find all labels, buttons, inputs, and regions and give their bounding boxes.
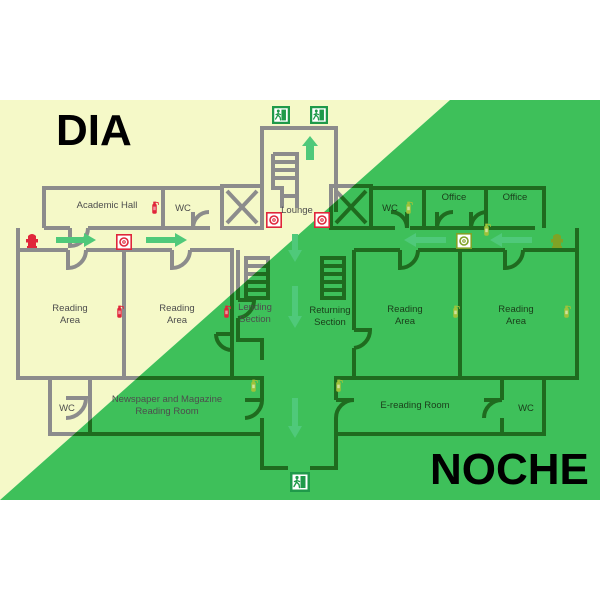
exit-arrow-down bbox=[288, 234, 302, 262]
room-label-e-reading-room: E-reading Room bbox=[380, 400, 449, 411]
night-label: NOCHE bbox=[430, 445, 589, 494]
fire-hose-reel-icon bbox=[116, 234, 132, 250]
room-label-newspaper-room: Newspaper and Magazine bbox=[112, 394, 222, 405]
room-label-wc: WC bbox=[382, 203, 398, 214]
room-label-reading-area: Reading bbox=[159, 303, 194, 314]
room-label-returning-section: Section bbox=[314, 317, 346, 328]
room-label-reading-area: Reading bbox=[387, 304, 422, 315]
room-label-reading-area: Area bbox=[395, 316, 416, 327]
emergency-exit-icon bbox=[290, 472, 310, 492]
fire-hose-reel-icon bbox=[456, 233, 472, 249]
room-label-lending-section: Section bbox=[239, 314, 271, 325]
room-label-wc: WC bbox=[518, 403, 534, 414]
night-background bbox=[0, 100, 600, 500]
emergency-exit-icon bbox=[310, 106, 328, 124]
room-label-reading-area: Reading bbox=[498, 304, 533, 315]
room-label-lounge: Lounge bbox=[281, 205, 313, 216]
room-label-reading-area: Area bbox=[506, 316, 527, 327]
evacuation-arrows bbox=[56, 136, 532, 438]
room-label-reading-area: Reading bbox=[52, 303, 87, 314]
fire-hose-reel-icon bbox=[314, 212, 330, 228]
exit-arrow-up bbox=[302, 136, 318, 160]
room-label-reading-area: Area bbox=[167, 315, 188, 326]
exit-arrow-right bbox=[56, 233, 96, 247]
exit-arrow-down bbox=[288, 286, 302, 328]
room-label-newspaper-room: Reading Room bbox=[135, 406, 198, 417]
room-label-reading-area: Area bbox=[60, 315, 81, 326]
room-label-office: Office bbox=[503, 192, 528, 203]
exit-arrow-down bbox=[288, 398, 302, 438]
day-label: DIA bbox=[56, 106, 132, 155]
emergency-exit-icon bbox=[272, 106, 290, 124]
room-labels: Academic Hall WC Lounge WC Office Office… bbox=[52, 192, 534, 417]
exit-arrow-left bbox=[490, 233, 532, 247]
room-label-academic-hall: Academic Hall bbox=[77, 200, 138, 211]
room-label-wc: WC bbox=[59, 403, 75, 414]
fire-hose-reel-icon bbox=[266, 212, 282, 228]
room-label-lending-section: Lending bbox=[238, 302, 272, 313]
room-label-returning-section: Returning bbox=[309, 305, 350, 316]
room-label-wc: WC bbox=[175, 203, 191, 214]
exit-arrow-left bbox=[404, 233, 446, 247]
exit-arrow-right bbox=[146, 233, 187, 247]
room-label-office: Office bbox=[442, 192, 467, 203]
